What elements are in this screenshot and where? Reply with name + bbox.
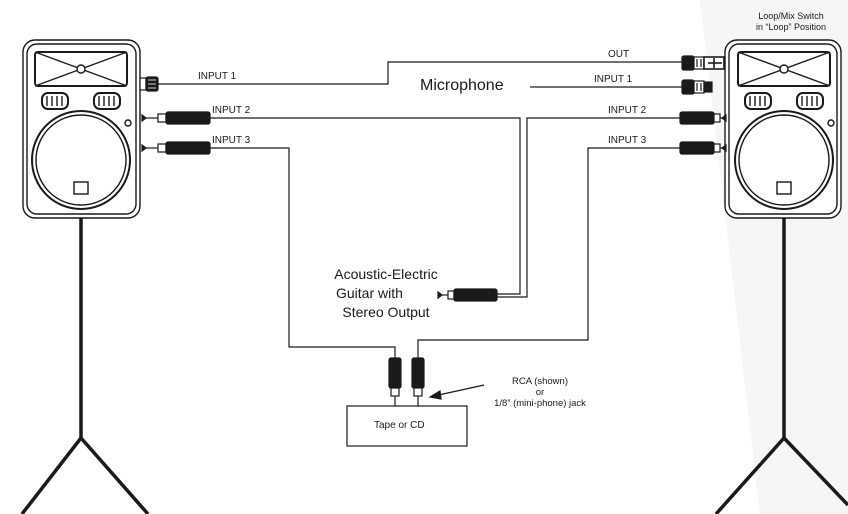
cable-tape-left — [210, 147, 396, 358]
left-speaker — [22, 39, 141, 219]
guitar-label-line3: Stereo Output — [342, 304, 430, 320]
connector-note: RCA (shown) or 1/8” (mini-phone) jack — [470, 376, 610, 409]
cable-link-out — [158, 61, 682, 85]
tape-cd-label: Tape or CD — [374, 420, 425, 431]
left-input2-label: INPUT 2 — [212, 105, 251, 116]
right-out-label: OUT — [608, 49, 630, 60]
pointer-arrow — [428, 384, 485, 400]
right-jack-plugs — [679, 111, 727, 155]
right-out-xlr-connector — [681, 55, 725, 71]
guitar-label-line1: Acoustic-Electric — [334, 266, 438, 282]
guitar-label-line2: Guitar with — [336, 285, 403, 301]
left-stand — [20, 218, 150, 514]
microphone-label: Microphone — [420, 77, 504, 94]
right-input2-label: INPUT 2 — [608, 105, 647, 116]
right-mic-xlr-connector — [681, 79, 713, 95]
guitar-plug — [437, 288, 498, 302]
switch-note-line1: Loop/Mix Switch — [758, 11, 824, 21]
left-jack-plugs — [141, 111, 211, 155]
right-input1-label: INPUT 1 — [594, 74, 633, 85]
cable-tape-right — [417, 147, 680, 358]
connector-note-line3: 1/8” (mini-phone) jack — [494, 398, 586, 409]
switch-note-line2: in “Loop” Position — [755, 22, 827, 32]
guitar-label: Acoustic-Electric Guitar with Stereo Out… — [322, 265, 450, 322]
cables — [158, 61, 682, 358]
connector-note-line2: or — [535, 387, 545, 398]
left-xlr-connector — [139, 76, 159, 92]
right-speaker — [724, 39, 842, 219]
left-input1-label: INPUT 1 — [198, 71, 237, 82]
connector-note-line1: RCA (shown) — [512, 376, 568, 387]
cable-guitar-right — [497, 117, 680, 298]
cable-guitar-left — [210, 117, 521, 295]
right-stand — [714, 218, 848, 514]
rca-plugs — [388, 357, 425, 406]
right-input3-label: INPUT 3 — [608, 135, 647, 146]
tape-cd-box — [346, 405, 468, 447]
switch-note: Loop/Mix Switch in “Loop” Position — [736, 11, 846, 33]
left-input3-label: INPUT 3 — [212, 135, 251, 146]
